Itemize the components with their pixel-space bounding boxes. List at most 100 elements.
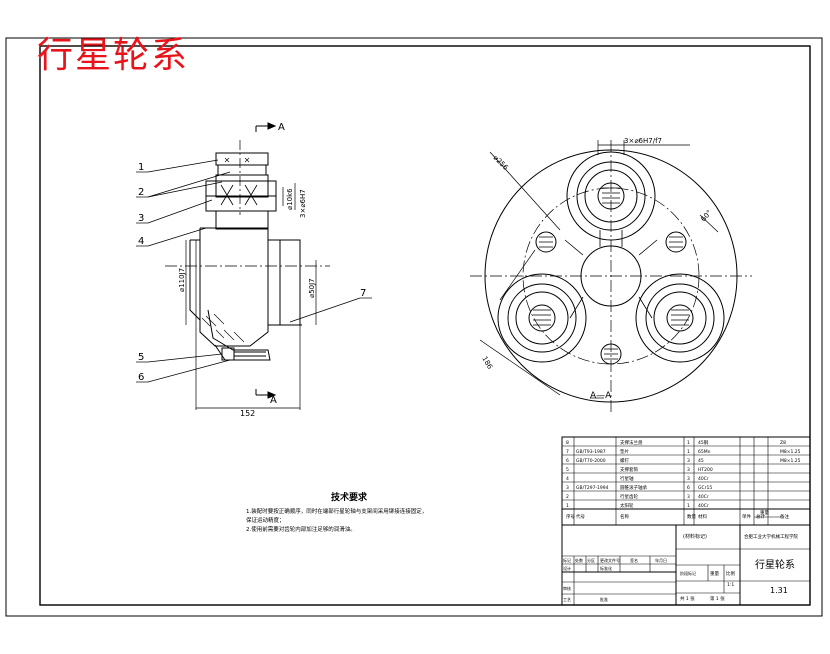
dim-pin-fit: 3×⌀6H7/f7 (624, 137, 662, 145)
bom-cell: 太阳轮 (620, 502, 634, 509)
bom-header-cell: 材料 (698, 513, 707, 520)
bom-cell: 40Cr (698, 476, 709, 482)
bom-header-cell: 备注 (780, 513, 789, 520)
dim-outer: 186 (480, 355, 494, 371)
bom-cell: 5 (566, 467, 569, 473)
bom-cell: 螺钉 (620, 457, 629, 464)
dim-overall-width: 152 (240, 409, 255, 418)
bom-cell: Z8 (780, 440, 786, 446)
bom-cell: 支撑套筒 (620, 466, 638, 473)
bom-cell: M8×1.25 (780, 458, 801, 464)
bom-cell: 40Cr (698, 494, 709, 500)
bom-header-cell: 名称 (620, 513, 629, 520)
dim-bolt-spec: 3×⌀6H7 (299, 189, 307, 218)
bom-cell: 1 (687, 503, 690, 509)
tech-req-line-1: 1.装配时要按正确顺序，同时在端部行星轮轴与支架间采用铆接连接固定， (246, 507, 427, 515)
unit-name: 合肥工业大学机械工程学院 (744, 533, 798, 540)
section-cut-label: A—A (590, 391, 612, 401)
sheets-total: 共 1 张 (680, 595, 695, 602)
bom-cell: 3 (687, 467, 690, 473)
scale-value: 1:1 (727, 582, 734, 588)
bom-cell: 8 (566, 440, 569, 446)
outer-frame (5, 37, 823, 617)
bom-cell: 3 (687, 458, 690, 464)
sheet-number: 第 1 张 (710, 595, 725, 602)
tech-req-line-2: 保证运动精度； (246, 516, 285, 524)
bom-header-cell: 数量 (687, 513, 696, 520)
bom-cell: 45 (698, 458, 704, 464)
part-number-3: 3 (138, 213, 144, 224)
bom-cell: 圆锥滚子轴承 (620, 484, 647, 491)
bom-cell: 6 (566, 458, 569, 464)
part-number-6: 6 (138, 372, 144, 383)
row-label-2: 分区 (587, 557, 595, 563)
dim-angle: 60° (699, 209, 713, 224)
watermark-title: 行星轮系 (37, 35, 190, 76)
bom-cell: GB/T93-1987 (576, 449, 606, 455)
dim-bore-dia: ⌀110J7 (178, 268, 186, 292)
bom-cell: 2 (566, 494, 569, 500)
row-label-3: 更改文件号 (600, 557, 620, 563)
drawing-number: 1.31 (770, 586, 788, 595)
row-label-4: 签名 (630, 557, 638, 563)
bom-cell: 7 (566, 449, 569, 455)
drawing-name: 行星轮系 (755, 558, 795, 571)
bom-header-cell: 总计 (756, 513, 765, 520)
bom-cell: HT200 (698, 467, 713, 473)
bom-cell: 3 (566, 485, 569, 491)
section-label-top: A (278, 122, 285, 133)
bom-cell: 3 (687, 494, 690, 500)
tech-req-line-3: 2.使用前需要对齿轮内部加注足够的润滑油。 (246, 525, 356, 533)
bom-header-cell: 序号 (566, 513, 575, 520)
bom-cell: 3 (687, 476, 690, 482)
tech-requirements: 技术要求 1.装配时要按正确顺序，同时在端部行星轮轴与支架间采用铆接连接固定， … (246, 491, 427, 533)
bom-cell: 1 (687, 440, 690, 446)
bom-header-cell: 单件 (742, 513, 751, 520)
bom-cell: M8×1.25 (780, 449, 801, 455)
bom-cell: 6 (687, 485, 690, 491)
dim-bolt-dia: ⌀10k6 (286, 188, 294, 210)
bom-header-cell: 代号 (576, 513, 585, 520)
process-label: 工艺 (563, 597, 571, 602)
design-label: 设计 (563, 565, 571, 571)
material-mark: (材料标记) (683, 533, 707, 540)
row-label-0: 标记 (563, 557, 571, 563)
weight-label: 重量 (710, 570, 719, 577)
row-label-1: 处数 (575, 557, 583, 563)
stage-label: 阶段标记 (680, 570, 696, 576)
bom-cell: 1 (687, 449, 690, 455)
dim-pcd: ⌀256 (492, 154, 510, 172)
bom-cell: 支撑法兰盘 (620, 439, 643, 446)
bom-cell: GCr15 (698, 485, 712, 491)
bom-cell: 垫片 (620, 448, 629, 455)
part-number-7: 7 (360, 288, 366, 299)
bom-cell: 4 (566, 476, 569, 482)
scale-label: 比例 (726, 570, 735, 577)
bom-cell: 1 (566, 503, 569, 509)
section-label-bottom: A (270, 395, 277, 406)
tech-req-heading: 技术要求 (331, 491, 368, 503)
part-number-4: 4 (138, 236, 144, 247)
row-label-5: 年月日 (655, 557, 667, 563)
approve-label: 批准 (600, 596, 608, 602)
front-view (470, 140, 752, 412)
dim-shaft-dia: ⌀50J7 (308, 278, 316, 298)
part-number-5: 5 (138, 352, 144, 363)
bom-header-weight: 重量 (760, 509, 769, 516)
bom-cell: GB/T297-1994 (576, 485, 609, 491)
bom-cell: GB/T70-2000 (576, 458, 606, 464)
bom-cell: 45钢 (698, 439, 709, 446)
part-number-1: 1 (138, 162, 144, 173)
bom-cell: 行星齿轮 (620, 493, 638, 500)
title-block (561, 524, 811, 606)
inner-frame (39, 45, 811, 606)
bom-cell: 65Mn (698, 449, 711, 455)
check-label: 审核 (563, 585, 571, 591)
part-number-2: 2 (138, 187, 144, 198)
standardize-label: 标准化 (600, 565, 612, 571)
section-view (136, 122, 372, 410)
bom-cell: 40Cr (698, 503, 709, 509)
bom-cell: 行星轴 (620, 475, 634, 482)
